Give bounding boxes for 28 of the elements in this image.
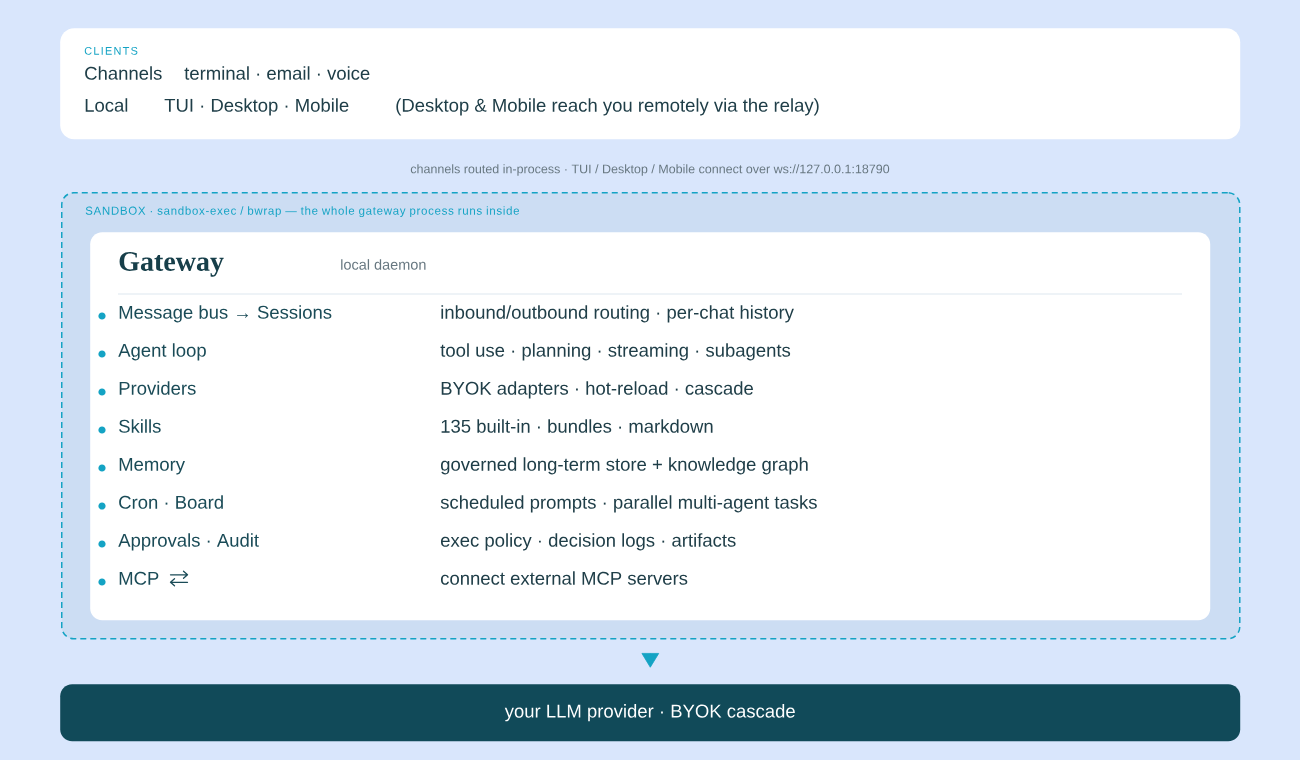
- row-value: (Desktop & Mobile reach you remotely via the relay): [396, 98, 819, 116]
- provider-banner: your LLM provider · BYOK cascade: [60, 684, 1241, 742]
- component-name: Cron · Board: [119, 495, 223, 509]
- component-name: Approvals · Audit: [118, 533, 259, 551]
- component-description: connect external MCP servers: [441, 571, 688, 585]
- section-heading: CLIENTS: [84, 46, 138, 55]
- arrow: [641, 652, 660, 668]
- component-description: governed long-term store + knowledge graph: [441, 457, 808, 475]
- connection-note: channels routed in-process · TUI / Desktop / Mobile connect over ws://127.0.0.1:18790: [410, 164, 890, 176]
- sandbox-caption: SANDBOX · sandbox-exec / bwrap — the whole gateway process runs inside: [85, 206, 520, 218]
- row-value: TUI · Desktop · Mobile: [164, 98, 349, 116]
- component-description: scheduled prompts · parallel multi-agent tasks: [440, 495, 817, 513]
- component-name: Message bus → Sessions: [119, 305, 332, 323]
- component-description: exec policy · decision logs · artifacts: [441, 533, 736, 551]
- row-value: terminal · email · voice: [184, 66, 370, 80]
- row-label: Local: [85, 98, 128, 112]
- component-name: Providers: [119, 381, 196, 395]
- component-name: MCP: [119, 571, 159, 585]
- component-description: inbound/outbound routing · per-chat history: [441, 305, 794, 323]
- row-label: Channels: [85, 66, 162, 80]
- component-description: BYOK adapters · hot-reload · cascade: [441, 381, 753, 399]
- panel-title: Gateway: [119, 252, 224, 277]
- component-description: 135 built-in · bundles · markdown: [441, 419, 713, 433]
- component-name: Memory: [119, 457, 185, 475]
- component-description: tool use · planning · streaming · subagents: [440, 343, 791, 361]
- component-name: Agent loop: [118, 343, 206, 361]
- subtitle: local daemon: [341, 259, 426, 270]
- component-name: Skills: [119, 419, 161, 433]
